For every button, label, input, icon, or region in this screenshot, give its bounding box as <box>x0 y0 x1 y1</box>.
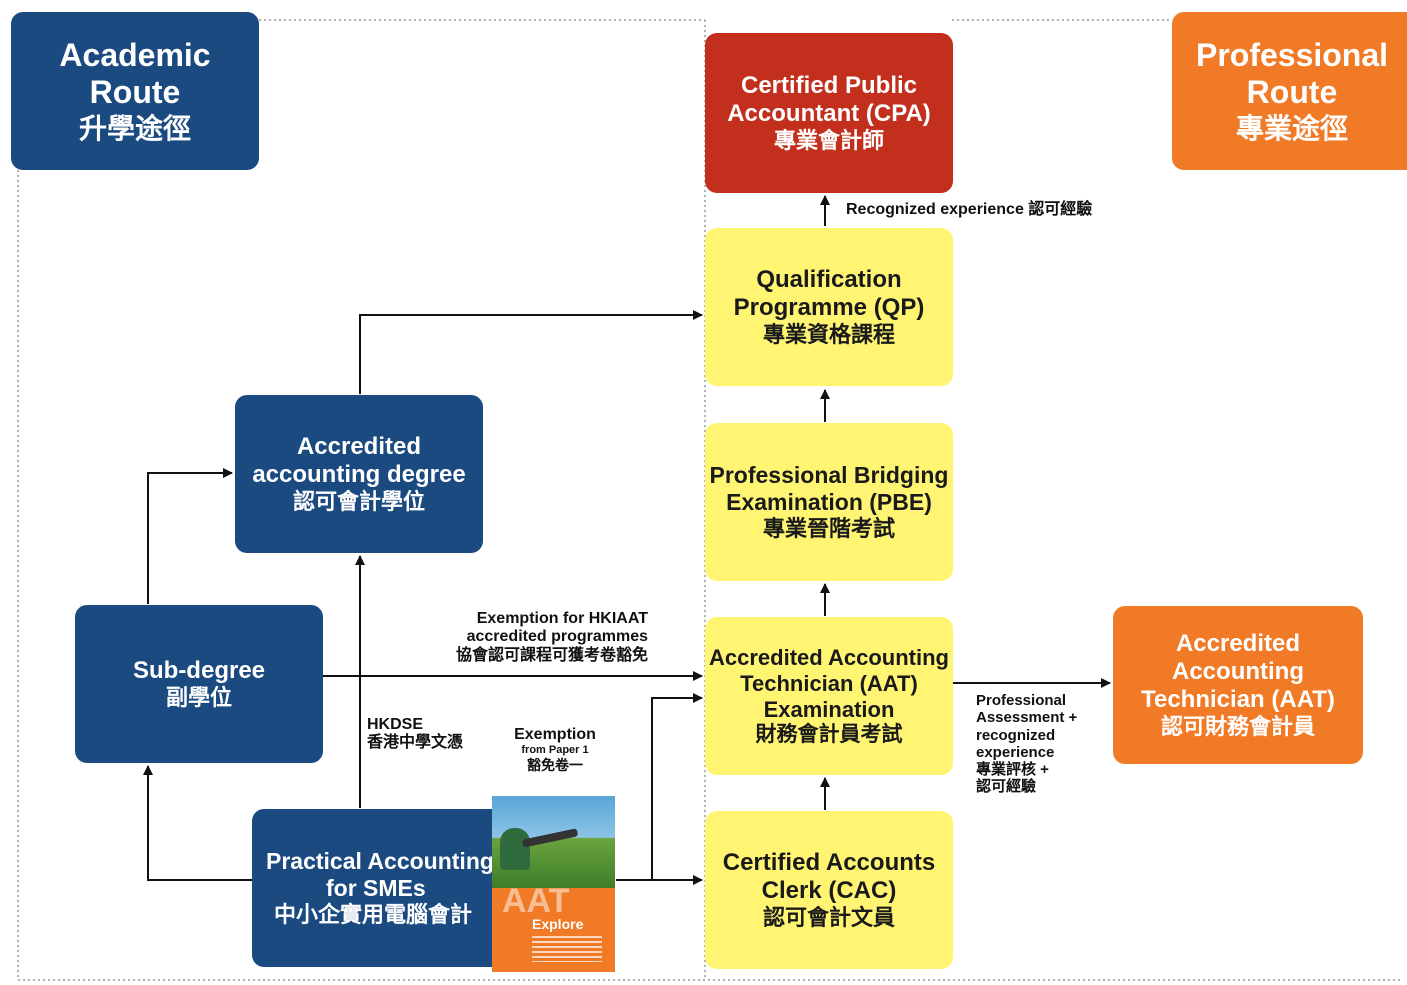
professional-route-line3: 專業途徑 <box>1235 113 1348 145</box>
arrow-degree-to-qp <box>359 310 703 394</box>
arrow-practical-to-subdegree <box>143 765 252 881</box>
brochure-person <box>500 828 530 870</box>
academic-route-line2: Route <box>89 74 181 111</box>
degree-box: Accredited accounting degree 認可會計學位 <box>235 395 483 553</box>
aat-exam-box: Accredited Accounting Technician (AAT) E… <box>705 617 953 775</box>
brochure-explore: Explore <box>532 916 584 932</box>
cac-box: Certified Accounts Clerk (CAC) 認可會計文員 <box>705 811 953 969</box>
exemption-paper-label: Exemption from Paper 1 豁免卷一 <box>514 726 596 774</box>
aat-line2: Accounting <box>1172 657 1304 685</box>
aat-exam-line4: 財務會計員考試 <box>755 722 903 746</box>
cac-line2: Clerk (CAC) <box>761 877 897 905</box>
pbe-box: Professional Bridging Examination (PBE) … <box>705 423 953 581</box>
professional-route-line1: Professional <box>1195 36 1389 73</box>
hkdse-label: HKDSE 香港中學文憑 <box>367 716 464 752</box>
qp-line2: Programme (QP) <box>733 294 925 322</box>
subdegree-box: Sub-degree 副學位 <box>75 605 323 763</box>
practical-line1: Practical Accounting <box>266 847 494 874</box>
aat-exam-line3: Examination <box>763 696 895 722</box>
qp-line3: 專業資格課程 <box>762 322 895 348</box>
pbe-line2: Examination (PBE) <box>726 489 932 516</box>
cpa-line1: Certified Public <box>740 71 918 99</box>
academic-route-line3: 升學途徑 <box>78 113 191 145</box>
aat-line3: Technician (AAT) <box>1141 686 1335 714</box>
cpa-box: Certified Public Accountant (CPA) 專業會計師 <box>705 33 953 193</box>
arrow-practical-to-aatexam <box>651 693 703 880</box>
academic-route-box: Academic Route 升學途徑 <box>11 12 259 170</box>
degree-line1: Accredited <box>296 432 422 460</box>
aat-exam-line2: Technician (AAT) <box>740 670 918 696</box>
cac-line1: Certified Accounts <box>722 848 936 876</box>
pbe-line3: 專業晉階考試 <box>762 516 895 542</box>
practical-line2: for SMEs <box>326 875 426 902</box>
brochure-fineprint <box>532 936 602 962</box>
cpa-line3: 專業會計師 <box>773 128 884 154</box>
practical-line3: 中小企實用電腦會計 <box>274 902 473 928</box>
professional-route-line2: Route <box>1246 74 1338 111</box>
subdegree-line1: Sub-degree <box>132 656 266 684</box>
aat-line4: 認可財務會計員 <box>1160 714 1315 740</box>
professional-assessment-label: Professional Assessment + recognized exp… <box>976 692 1078 796</box>
degree-line3: 認可會計學位 <box>292 489 425 515</box>
aat-exam-line1: Accredited Accounting <box>709 644 949 670</box>
aat-brochure-image: AAT Explore <box>492 796 615 972</box>
recognized-experience-label: Recognized experience 認可經驗 <box>846 201 1093 218</box>
pbe-line1: Professional Bridging <box>709 461 949 488</box>
cpa-line2: Accountant (CPA) <box>727 100 931 128</box>
aat-line1: Accredited <box>1175 629 1301 657</box>
professional-route-box: Professional Route 專業途徑 <box>1172 12 1407 170</box>
aat-box: Accredited Accounting Technician (AAT) 認… <box>1113 606 1363 764</box>
degree-line2: accounting degree <box>252 461 466 489</box>
cac-line3: 認可會計文員 <box>762 905 895 931</box>
arrow-subdegree-to-degree <box>147 468 233 604</box>
brochure-logo: AAT <box>502 882 570 920</box>
qp-line1: Qualification <box>756 265 902 293</box>
academic-route-line1: Academic <box>59 36 211 73</box>
qp-box: Qualification Programme (QP) 專業資格課程 <box>705 228 953 386</box>
practical-box: Practical Accounting for SMEs 中小企實用電腦會計 <box>252 809 502 967</box>
subdegree-line2: 副學位 <box>165 685 232 711</box>
exemption-hkiaat-label: Exemption for HKIAAT accredited programm… <box>455 610 648 664</box>
